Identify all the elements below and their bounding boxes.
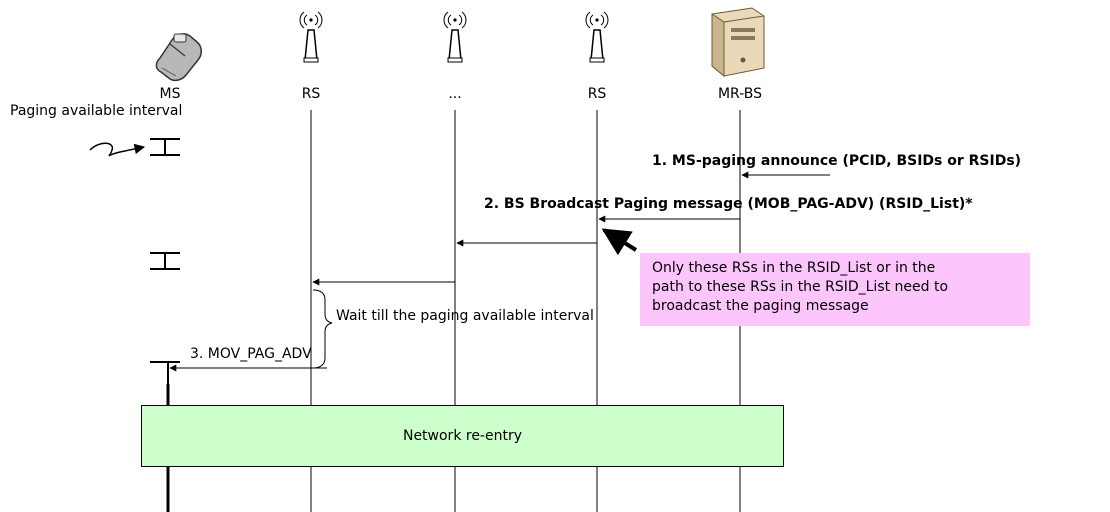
- message-2-label: 2. BS Broadcast Paging message (MOB_PAG-…: [484, 196, 973, 212]
- antenna-icon: [443, 11, 467, 63]
- antenna-icon: [585, 11, 609, 63]
- wait-brace: [312, 289, 333, 369]
- network-reentry-label: Network re-entry: [402, 428, 523, 444]
- note-line: broadcast the paging message: [652, 298, 869, 314]
- entity-label-mrbs: MR-BS: [717, 86, 763, 102]
- entity-label-ms: MS: [159, 86, 181, 102]
- entity-label-rs: RS: [587, 86, 607, 102]
- entity-label-dots: ...: [448, 86, 462, 102]
- paging-interval-marker: [150, 138, 180, 156]
- message-3-label: 3. MOV_PAG_ADV: [190, 346, 312, 362]
- paging-interval-marker: [150, 361, 180, 386]
- note-line: path to these RSs in the RSID_List need …: [652, 279, 949, 295]
- phone-icon: [155, 33, 202, 82]
- squiggle-pointer: [89, 142, 146, 157]
- note-pointer-arrow: [601, 228, 638, 256]
- paging-interval-marker: [150, 252, 180, 270]
- server-icon: [711, 7, 765, 78]
- network-reentry-box: Network re-entry: [141, 405, 784, 467]
- note-line: Only these RSs in the RSID_List or in th…: [652, 260, 936, 276]
- antenna-icon: [299, 11, 323, 63]
- wait-label: Wait till the paging available interval: [336, 308, 594, 324]
- paging-interval-label: Paging available interval: [10, 103, 183, 119]
- message-1-label: 1. MS-paging announce (PCID, BSIDs or RS…: [652, 153, 1022, 169]
- entity-label-rs: RS: [301, 86, 321, 102]
- note-box: Only these RSs in the RSID_List or in th…: [640, 253, 1030, 326]
